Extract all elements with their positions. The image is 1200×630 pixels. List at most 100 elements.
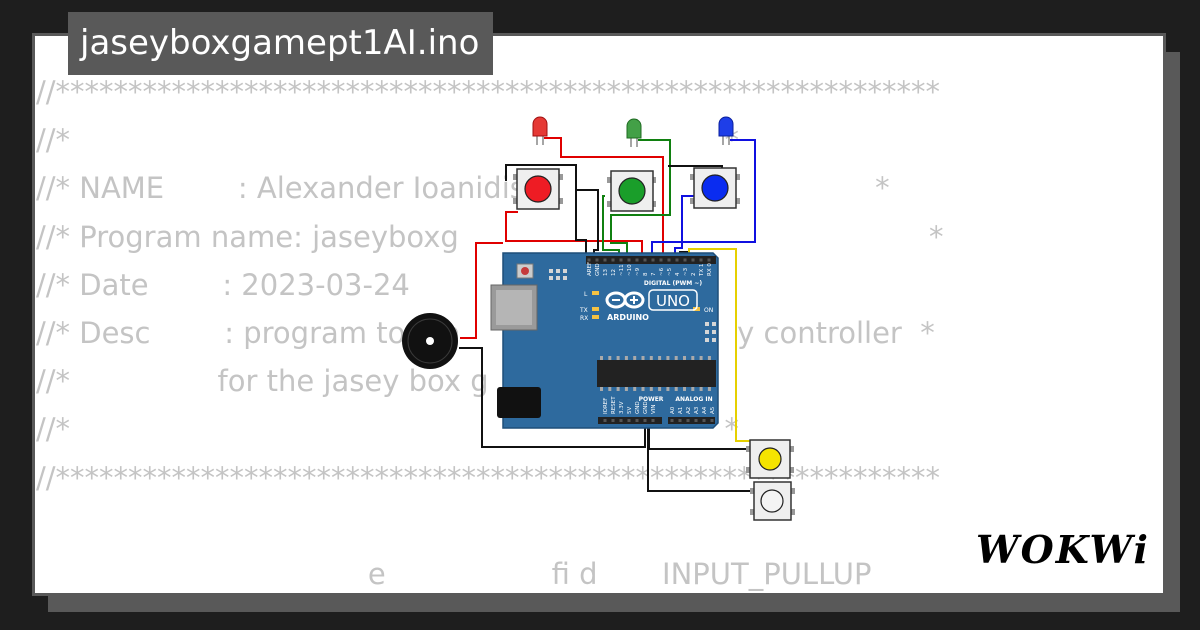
- digital-pin[interactable]: [643, 258, 647, 262]
- power-pin[interactable]: [635, 419, 639, 422]
- chip-pin: [658, 356, 662, 360]
- chip-pin: [691, 387, 695, 391]
- digital-pin[interactable]: [699, 258, 703, 262]
- digital-pin-label: 12: [611, 269, 617, 276]
- power-pin-label: GND: [643, 401, 649, 414]
- digital-pin-label: AREF: [587, 262, 593, 276]
- chip-pin: [616, 387, 620, 391]
- chip-pin: [624, 356, 628, 360]
- usb-port-inner: [496, 290, 532, 325]
- analog-pin-label: A0: [670, 406, 676, 414]
- chip-pin: [600, 387, 603, 391]
- digital-pin-label: 8: [643, 272, 649, 276]
- analog-pin[interactable]: [710, 419, 714, 422]
- digital-pin-label: 7: [651, 272, 657, 276]
- green-led[interactable]: [626, 118, 642, 147]
- chip-pin: [633, 387, 637, 391]
- digital-pin[interactable]: [619, 258, 623, 262]
- chip-pin: [683, 387, 686, 391]
- digital-pin[interactable]: [683, 258, 687, 262]
- power-pin[interactable]: [611, 419, 615, 422]
- l-label: L: [584, 291, 588, 298]
- chip-pin: [600, 356, 603, 360]
- digital-label: DIGITAL (PWM ~): [644, 280, 702, 287]
- chip-pin: [699, 387, 703, 391]
- blue-led[interactable]: [718, 116, 734, 145]
- power-pin-label: VIN: [651, 405, 657, 415]
- digital-pin[interactable]: [659, 258, 663, 262]
- chip-pin: [608, 387, 612, 391]
- red-button[interactable]: [513, 168, 563, 210]
- file-name-tab[interactable]: jaseyboxgamept1AI.ino: [68, 12, 494, 75]
- chip-pin: [674, 356, 678, 360]
- wire-ground: [648, 426, 750, 450]
- wire-green-led: [610, 139, 671, 258]
- code-line: //* Desc : program to ma y controller *: [36, 315, 935, 350]
- digital-pin[interactable]: [611, 258, 615, 262]
- digital-pin[interactable]: [595, 258, 599, 262]
- digital-pin[interactable]: [627, 258, 631, 262]
- digital-pin-label: ~3: [683, 267, 689, 276]
- arduino-uno-board[interactable]: UNO ARDUINO DIGITAL (PWM ~) POWER ANALOG…: [490, 252, 719, 429]
- analog-pin[interactable]: [694, 419, 698, 422]
- white-button-cap: [760, 489, 784, 513]
- code-line: //* Program name: jaseyboxg *: [36, 219, 944, 254]
- analog-pin[interactable]: [670, 419, 674, 422]
- microcontroller-chip: [597, 360, 716, 387]
- blue-led-body: [718, 116, 734, 137]
- green-led-body: [626, 118, 642, 139]
- digital-pin-label: ~6: [659, 267, 665, 276]
- wire-blue-button: [674, 195, 696, 258]
- icsp-header: [549, 269, 567, 280]
- chip-pin: [608, 356, 612, 360]
- wire-red-led: [544, 137, 664, 258]
- chip-pin: [707, 387, 711, 391]
- wire-yellow-button: [688, 248, 752, 442]
- yellow-button[interactable]: [746, 439, 794, 479]
- chip-pin: [641, 387, 645, 391]
- power-pin[interactable]: [627, 419, 631, 422]
- digital-pin[interactable]: [667, 258, 671, 262]
- analog-pin-label: A5: [710, 406, 716, 414]
- power-pin[interactable]: [603, 419, 607, 422]
- digital-pin[interactable]: [691, 258, 695, 262]
- digital-pin-label: ~11: [619, 264, 625, 276]
- chip-pin: [666, 356, 670, 360]
- power-pin[interactable]: [651, 419, 655, 422]
- power-pin[interactable]: [643, 419, 647, 422]
- red-led[interactable]: [532, 116, 548, 145]
- blue-button-cap: [701, 174, 729, 202]
- wokwi-logo: WOKWi: [976, 527, 1150, 572]
- code-line: //* Date : 2023-03-24: [36, 267, 410, 302]
- digital-pin[interactable]: [635, 258, 639, 262]
- uno-badge: [648, 289, 698, 311]
- power-pin[interactable]: [619, 419, 623, 422]
- red-button-cap: [524, 175, 552, 203]
- chip-pin: [649, 356, 653, 360]
- analog-pin[interactable]: [678, 419, 682, 422]
- white-button[interactable]: [750, 481, 795, 521]
- digital-pin[interactable]: [587, 258, 591, 262]
- digital-pin[interactable]: [651, 258, 655, 262]
- analog-pin[interactable]: [702, 419, 706, 422]
- blue-button[interactable]: [690, 167, 740, 209]
- wire-buzzer: [460, 242, 503, 339]
- buzzer-hole: [426, 337, 434, 345]
- digital-pin[interactable]: [707, 258, 711, 262]
- buzzer[interactable]: [402, 313, 458, 369]
- digital-pin[interactable]: [603, 258, 607, 262]
- chip-pin: [699, 356, 703, 360]
- green-button-cap: [618, 177, 646, 205]
- analog-label: ANALOG IN: [675, 396, 712, 403]
- green-button[interactable]: [607, 170, 656, 212]
- analog-header: [668, 417, 715, 424]
- red-led-body: [532, 116, 548, 137]
- digital-pin[interactable]: [675, 258, 679, 262]
- wire-buzzer: [459, 347, 646, 448]
- chip-pin: [616, 356, 620, 360]
- code-line: e fi d INPUT_PULLUP: [36, 556, 872, 591]
- analog-pin[interactable]: [686, 419, 690, 422]
- wire-red-button: [505, 211, 643, 258]
